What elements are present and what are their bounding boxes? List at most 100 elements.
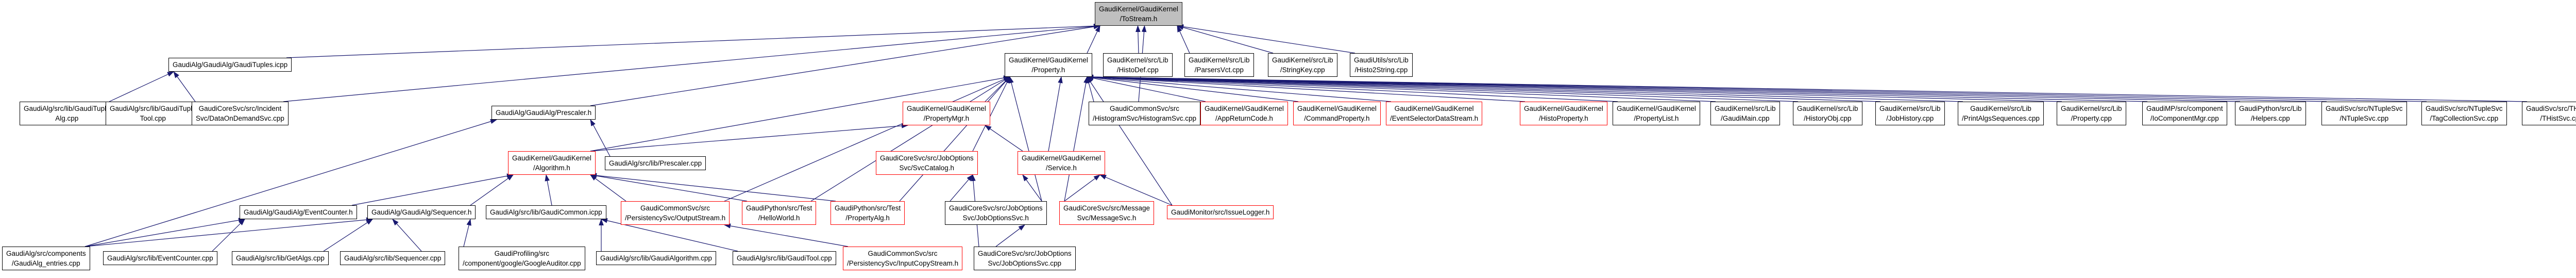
graph-node-gauditool_cpp[interactable]: GaudiAlg/src/lib/GaudiTool.cpp [733, 251, 836, 265]
graph-node-histo2string[interactable]: GaudiUtils/src/Lib/Histo2String.cpp [1350, 53, 1413, 77]
graph-node-helloworld[interactable]: GaudiPython/src/Test/HelloWorld.h [742, 201, 817, 225]
graph-node-label-line: GaudiAlg/src/lib/Sequencer.cpp [344, 254, 442, 262]
graph-node-label-line: GaudiProfiling/src [494, 250, 550, 257]
graph-node-label-line: GaudiKernel/src/Lib [1272, 56, 1333, 64]
graph-node-sequencer_cpp[interactable]: GaudiAlg/src/lib/Sequencer.cpp [340, 251, 446, 265]
graph-node-gaudialgorithm_cpp[interactable]: GaudiAlg/src/lib/GaudiAlgorithm.cpp [596, 251, 716, 265]
graph-node-histodef[interactable]: GaudiKernel/src/Lib/HistoDef.cpp [1103, 53, 1173, 77]
graph-node-propertymgr[interactable]: GaudiKernel/GaudiKernel/PropertyMgr.h [903, 102, 990, 125]
graph-node-label-line: GaudiKernel/src/Lib [1189, 56, 1250, 64]
graph-node-label-line: GaudiKernel/GaudiKernel [512, 154, 591, 162]
graph-node-label-line: GaudiCommonSvc/src [868, 250, 938, 257]
graph-node-issuelogger[interactable]: GaudiMonitor/src/IssueLogger.h [1167, 205, 1274, 219]
graph-node-label-line: Svc/SvcCatalog.h [899, 164, 955, 172]
graph-node-historyobj[interactable]: GaudiKernel/src/Lib/HistoryObj.cpp [1793, 102, 1862, 125]
include-edge-eventselectordatastream-to-property_h [1086, 75, 1392, 102]
graph-node-commandproperty[interactable]: GaudiKernel/GaudiKernel/CommandProperty.… [1293, 102, 1381, 125]
graph-node-propertyalg[interactable]: GaudiPython/src/Test/PropertyAlg.h [831, 201, 905, 225]
graph-node-tuples_icpp[interactable]: GaudiAlg/GaudiAlg/GaudiTuples.icpp [168, 58, 292, 72]
graph-node-appreturncode[interactable]: GaudiKernel/GaudiKernel/AppReturnCode.h [1200, 102, 1288, 125]
graph-node-sequencer_h[interactable]: GaudiAlg/GaudiAlg/Sequencer.h [367, 205, 476, 219]
graph-node-label-line: /GaudiMain.cpp [1721, 115, 1770, 122]
include-edge-historyobj-to-property_h [1086, 74, 1799, 102]
include-edge-property_h-to-tostream [1087, 25, 1100, 54]
graph-node-histogramsvc_cpp[interactable]: GaudiCommonSvc/src/HistogramSvc/Histogra… [1089, 102, 1201, 125]
graph-node-inputcopystream[interactable]: GaudiCommonSvc/src/PersistencySvc/InputC… [843, 247, 963, 270]
graph-node-eventselectordatastream[interactable]: GaudiKernel/GaudiKernel/EventSelectorDat… [1386, 102, 1483, 125]
include-edge-stringkey-to-tostream [1176, 25, 1274, 54]
include-edge-entries-to-prescaler_h [84, 119, 498, 247]
include-edge-jobhistory-to-property_h [1086, 74, 1881, 102]
include-edge-commandproperty-to-property_h [1086, 75, 1299, 102]
graph-node-label-line: /component/google/GoogleAuditor.cpp [463, 259, 581, 267]
graph-node-label-line: GaudiSvc/src/NTupleSvc [2326, 105, 2403, 112]
graph-node-gaudicommon_icpp[interactable]: GaudiAlg/src/lib/GaudiCommon.icpp [486, 205, 606, 219]
graph-node-entries[interactable]: GaudiAlg/src/components/GaudiAlg_entries… [2, 247, 90, 270]
graph-node-label-line: GaudiKernel/GaudiKernel [907, 105, 986, 112]
graph-node-label-line: GaudiCommonSvc/src [1110, 105, 1180, 112]
graph-node-label-line: Svc/DataOnDemandSvc.cpp [196, 115, 284, 122]
graph-node-label-line: /PropertyAlg.h [845, 214, 890, 222]
include-edge-issuelogger-to-service_h [1099, 174, 1173, 206]
graph-node-stringkey[interactable]: GaudiKernel/src/Lib/StringKey.cpp [1268, 53, 1337, 77]
graph-node-label-line: /HistoProperty.h [1539, 115, 1588, 122]
graph-node-ntuplesvc[interactable]: GaudiSvc/src/NTupleSvc/NTupleSvc.cpp [2321, 102, 2407, 125]
include-edge-prescaler_h-to-tostream [590, 24, 1101, 106]
graph-node-gaudimain[interactable]: GaudiKernel/src/Lib/GaudiMain.cpp [1710, 102, 1780, 125]
graph-node-prescaler_cpp[interactable]: GaudiAlg/src/lib/Prescaler.cpp [605, 156, 706, 170]
graph-node-label-line: GaudiMP/src/component [2146, 105, 2223, 112]
graph-node-label-line: /HistoDef.cpp [1116, 66, 1159, 74]
graph-node-property_h[interactable]: GaudiKernel/GaudiKernel/Property.h [1005, 53, 1092, 77]
graph-node-eventcounter_h[interactable]: GaudiAlg/GaudiAlg/EventCounter.h [240, 205, 357, 219]
include-edge-printalgs-to-property_h [1086, 74, 1963, 102]
graph-node-algorithm_h[interactable]: GaudiKernel/GaudiKernel/Algorithm.h [508, 151, 596, 175]
graph-node-printalgs[interactable]: GaudiKernel/src/Lib/PrintAlgsSequences.c… [1958, 102, 2044, 125]
include-edge-tuples_icpp-to-tostream [286, 23, 1101, 58]
include-edge-propertylist-to-property_h [1086, 74, 1618, 102]
graph-node-label-line: /AppReturnCode.h [1215, 115, 1273, 122]
graph-node-label-line: /Histo2String.cpp [1354, 66, 1408, 74]
graph-node-label-line: GaudiCoreSvc/src/JobOptions [949, 204, 1043, 212]
graph-node-helpers[interactable]: GaudiPython/src/Lib/Helpers.cpp [2235, 102, 2306, 125]
graph-node-parsersvct[interactable]: GaudiKernel/src/Lib/ParsersVct.cpp [1184, 53, 1254, 77]
graph-node-label-line: /Property.h [1031, 66, 1065, 74]
graph-node-iocomponentmgr[interactable]: GaudiMP/src/component/IoComponentMgr.cpp [2142, 102, 2227, 125]
include-edge-eventcounter_h-to-algorithm_h [351, 173, 514, 206]
graph-node-service_h[interactable]: GaudiKernel/GaudiKernel/Service.h [1018, 151, 1105, 175]
graph-node-propertylist[interactable]: GaudiKernel/GaudiKernel/PropertyList.h [1613, 102, 1700, 125]
graph-node-prescaler_h[interactable]: GaudiAlg/GaudiAlg/Prescaler.h [492, 106, 596, 120]
graph-node-label-line: /ToStream.h [1120, 15, 1158, 23]
include-edge-entries-to-sequencer_h [84, 217, 374, 247]
graph-node-label-line: GaudiKernel/GaudiKernel [1617, 105, 1696, 112]
graph-node-label-line: GaudiAlg/src/lib/GaudiCommon.icpp [490, 208, 602, 216]
include-edge-prescaler_cpp-to-prescaler_h [590, 119, 611, 157]
graph-node-googleauditor[interactable]: GaudiProfiling/src/component/google/Goog… [459, 247, 585, 270]
graph-node-jobhistory[interactable]: GaudiKernel/src/Lib/JobHistory.cpp [1875, 102, 1945, 125]
graph-node-property_cpp[interactable]: GaudiKernel/src/Lib/Property.cpp [2057, 102, 2126, 125]
graph-node-histoproperty[interactable]: GaudiKernel/GaudiKernel/HistoProperty.h [1520, 102, 1607, 125]
graph-node-thistsvc[interactable]: GaudiSvc/src/THistSvc/THistSvc.cpp [2522, 102, 2576, 125]
graph-node-label-line: /JobHistory.cpp [1886, 115, 1934, 122]
graph-node-label-line: GaudiAlg/src/lib/GaudiAlgorithm.cpp [600, 254, 712, 262]
graph-node-eventcounter_cpp[interactable]: GaudiAlg/src/lib/EventCounter.cpp [103, 251, 217, 265]
graph-node-getalgs[interactable]: GaudiAlg/src/lib/GetAlgs.cpp [232, 251, 329, 265]
graph-node-tagcollectionsvc[interactable]: GaudiSvc/src/NTupleSvc/TagCollectionSvc.… [2421, 102, 2507, 125]
graph-node-label-line: GaudiKernel/GaudiKernel [1297, 105, 1377, 112]
graph-node-label-line: Alg.cpp [55, 115, 79, 122]
graph-node-label-line: GaudiMonitor/src/IssueLogger.h [1171, 208, 1270, 216]
include-edge-iocomponentmgr-to-property_h [1086, 74, 2148, 102]
graph-node-label-line: GaudiSvc/src/NTupleSvc [2426, 105, 2503, 112]
include-edge-joboptionssvc_h-to-svccatalog [950, 174, 973, 202]
graph-node-label-line: GaudiKernel/src/Lib [1879, 105, 1941, 112]
graph-node-tostream[interactable]: GaudiKernel/GaudiKernel/ToStream.h [1095, 2, 1182, 26]
graph-node-outputstream[interactable]: GaudiCommonSvc/src/PersistencySvc/Output… [621, 201, 730, 225]
graph-node-label-line: GaudiKernel/src/Lib [2061, 105, 2122, 112]
